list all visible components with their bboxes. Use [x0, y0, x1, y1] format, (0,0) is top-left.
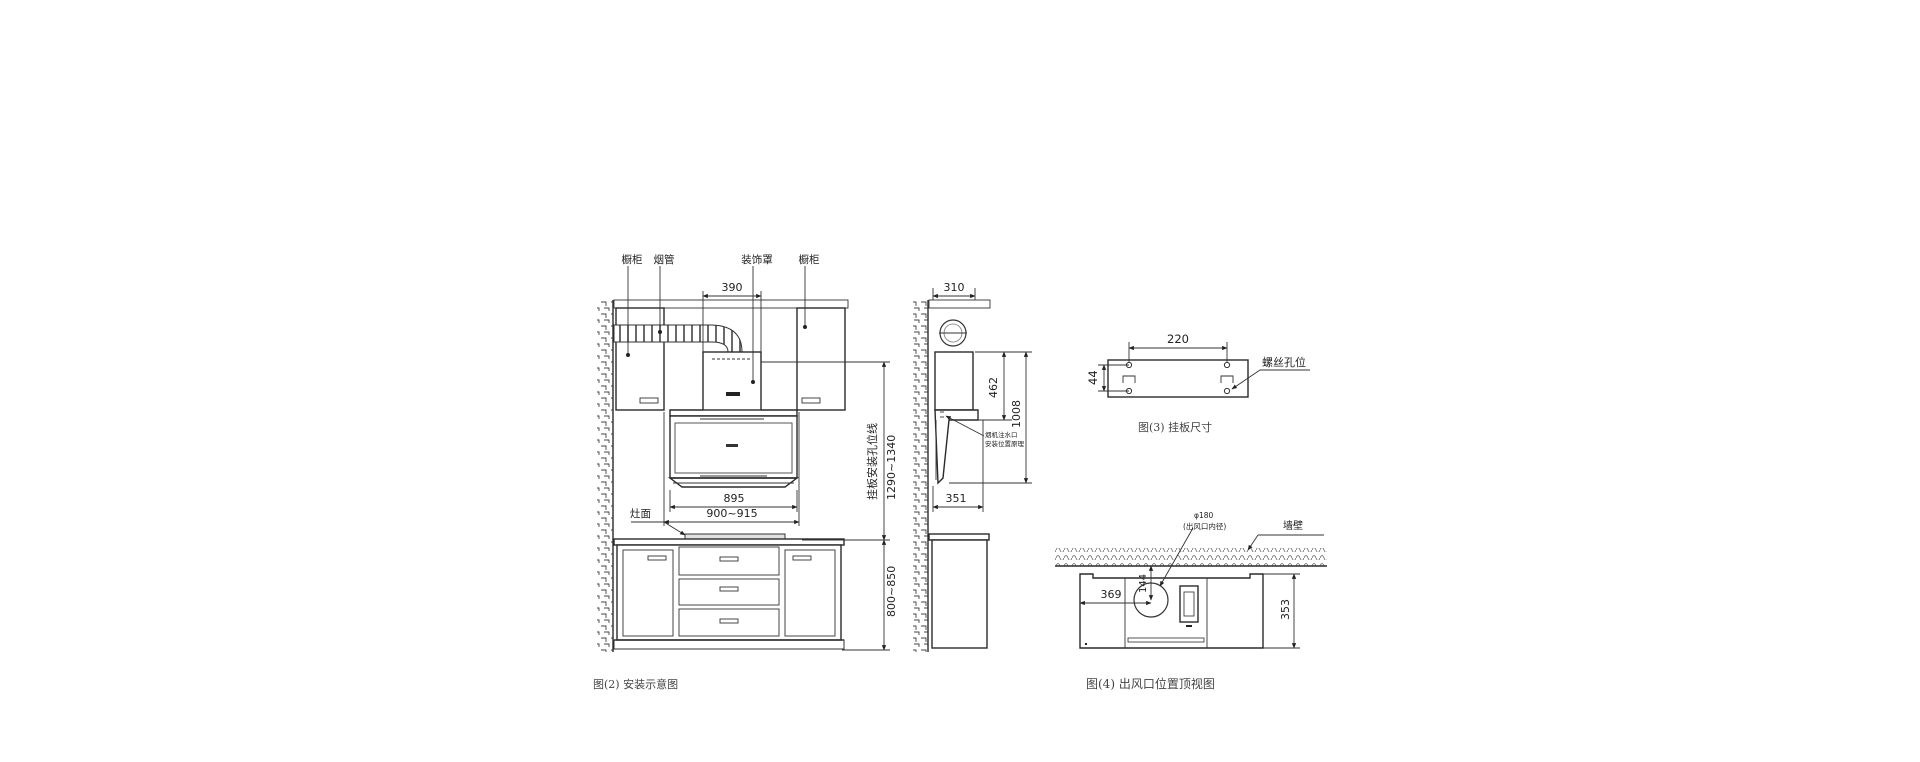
dim-bracket-width: 220 [1167, 332, 1189, 346]
dim-offset-y: 144 [1138, 574, 1149, 593]
dim-install-width: 900~915 [706, 507, 757, 520]
label-bracket-axis: 挂板安装孔位线 [865, 423, 879, 500]
side-view: 310 462 1008 351 烟机注水口 安装位置原理 [913, 281, 1032, 652]
label-duct: 烟管 [654, 253, 675, 266]
fig3-caption: 图(3) 挂板尺寸 [1138, 420, 1212, 434]
label-decor-hood: 装饰罩 [741, 253, 773, 266]
upper-cabinet-left [615, 307, 665, 411]
fig4-top-view: φ180 (出风口内径) 墙壁 369 144 353 图(4) 出风口位置顶视… [1055, 511, 1327, 691]
side-note-line1: 烟机注水口 [985, 430, 1018, 439]
label-screw-holes: 螺丝孔位 [1262, 355, 1306, 369]
label-cabinet-right: 橱柜 [799, 253, 820, 266]
outlet-diameter-note: (出风口内径) [1183, 521, 1226, 531]
side-note-line2: 安装位置原理 [985, 439, 1025, 448]
fig2-front-view: 橱柜 烟管 装饰罩 橱柜 灶面 390 895 900~915 挂板安装孔位线 … [593, 253, 898, 691]
side-hood-cover [934, 351, 974, 411]
dim-offset-x: 369 [1101, 588, 1122, 601]
dim-height-1008: 1008 [1010, 400, 1023, 428]
dim-hood-width: 895 [724, 492, 745, 505]
side-hood-body [934, 409, 979, 485]
outlet-diameter: φ180 [1194, 511, 1213, 520]
hood-outline-top [1079, 573, 1264, 649]
label-cabinet-left: 橱柜 [622, 253, 643, 266]
label-stove-top: 灶面 [630, 507, 651, 520]
fig3-bracket: 220 44 螺丝孔位 图(3) 挂板尺寸 [1086, 332, 1310, 434]
label-wall: 墙壁 [1283, 519, 1303, 532]
upper-cabinet-right [796, 307, 846, 411]
dim-depth-bottom: 351 [946, 492, 967, 505]
ceiling [613, 299, 849, 309]
dim-depth: 353 [1279, 599, 1292, 620]
dim-depth-top: 310 [944, 281, 965, 294]
dim-hood-offset: 390 [722, 281, 743, 294]
dim-height-462: 462 [987, 377, 1000, 398]
dim-bracket-height: 44 [1086, 370, 1100, 385]
wall-hatch [1055, 548, 1327, 566]
fig4-caption: 图(4) 出风口位置顶视图 [1086, 676, 1215, 691]
dim-bracket-height: 1290~1340 [885, 435, 898, 500]
base-cabinet [616, 544, 842, 641]
side-base-cabinet [931, 539, 988, 649]
side-wall [913, 300, 928, 652]
dim-counter-height: 800~850 [885, 566, 898, 617]
fig2-caption: 图(2) 安装示意图 [593, 677, 678, 691]
left-wall [597, 300, 613, 652]
